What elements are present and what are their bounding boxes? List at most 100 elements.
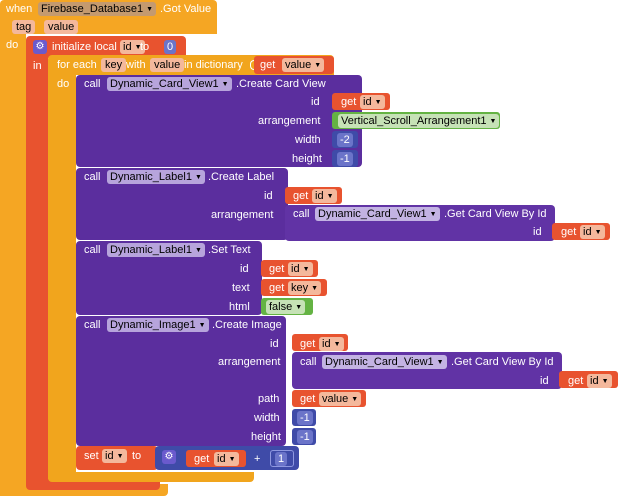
create-label-arrangement-label: arrangement (211, 209, 274, 221)
get-value-label: get (260, 59, 276, 71)
init-local-rail (26, 58, 48, 486)
set-text-text-label: text (232, 282, 250, 294)
create-card-get-id-dropdown[interactable]: id▼ (360, 95, 385, 109)
set-var-set-label: set (84, 450, 99, 462)
create-image-component-dropdown[interactable]: Dynamic_Image1▼ (107, 318, 209, 332)
create-image-height-number[interactable]: -1 (297, 430, 313, 444)
addition-mutator-gear-icon[interactable]: ⚙ (162, 450, 176, 464)
event-do-label: do (6, 39, 19, 51)
for-each-footer (48, 472, 254, 482)
chevron-down-icon: ▼ (146, 6, 154, 13)
create-label-component-dropdown[interactable]: Dynamic_Label1▼ (107, 170, 205, 184)
event-param-tag[interactable]: tag (12, 20, 36, 34)
create-image-call-label: call (84, 319, 101, 331)
chevron-down-icon: ▼ (134, 44, 142, 51)
dict-input-socket (250, 60, 254, 70)
init-local-label: initialize local (52, 41, 117, 53)
chevron-down-icon: ▼ (374, 99, 382, 106)
init-local-block[interactable] (26, 36, 186, 58)
set-text-get-id-dropdown[interactable]: id▼ (288, 262, 313, 276)
set-text-component-dropdown[interactable]: Dynamic_Label1▼ (107, 243, 205, 257)
chevron-down-icon: ▼ (295, 304, 303, 311)
set-text-method-label: .Set Text (208, 244, 251, 256)
create-label-method-label: .Create Label (208, 171, 275, 183)
for-each-rail (48, 75, 76, 479)
for-each-in-dict-label: in dictionary (184, 59, 243, 71)
addition-operator-label: + (254, 453, 261, 465)
create-image-get-path-dropdown[interactable]: value▼ (319, 392, 362, 406)
for-each-with-label: with (126, 59, 146, 71)
get-card-component-dropdown[interactable]: Dynamic_Card_View1▼ (315, 207, 440, 221)
chevron-down-icon: ▼ (311, 285, 319, 292)
create-label-get-label: get (293, 190, 309, 202)
init-local-value-number[interactable]: 0 (164, 40, 177, 54)
create-card-id-label: id (311, 96, 320, 108)
image-get-card-call-label: call (300, 356, 317, 368)
image-get-card-get-label: get (568, 375, 584, 387)
addition-addend-number[interactable]: 1 (275, 452, 288, 466)
create-label-id-label: id (264, 190, 273, 202)
image-get-card-component-dropdown[interactable]: Dynamic_Card_View1▼ (322, 355, 447, 369)
chevron-down-icon: ▼ (194, 174, 202, 181)
create-card-method-label: .Create Card View (236, 78, 326, 90)
addition-get-label: get (194, 453, 210, 465)
create-card-height-label: height (292, 153, 322, 165)
chevron-down-icon: ▼ (351, 396, 359, 403)
set-text-get-id-label: get (269, 263, 285, 275)
create-image-width-label: width (254, 412, 280, 424)
chevron-down-icon: ▼ (333, 341, 341, 348)
event-name-label: .Got Value (160, 3, 212, 15)
chevron-down-icon: ▼ (601, 378, 609, 385)
create-card-height-number[interactable]: -1 (337, 152, 353, 166)
event-when-label: when (6, 3, 33, 15)
image-get-card-get-id-dropdown[interactable]: id▼ (587, 374, 612, 388)
chevron-down-icon: ▼ (314, 62, 322, 69)
create-card-call-label: call (84, 78, 101, 90)
create-image-path-label: path (258, 393, 280, 405)
create-card-width-number[interactable]: -2 (337, 133, 353, 147)
create-image-get-id-dropdown[interactable]: id▼ (319, 337, 344, 351)
chevron-down-icon: ▼ (489, 118, 497, 125)
chevron-down-icon: ▼ (198, 322, 206, 329)
event-component-dropdown[interactable]: Firebase_Database1▼ (38, 2, 157, 16)
set-var-name-dropdown[interactable]: id▼ (102, 449, 127, 463)
create-image-width-number[interactable]: -1 (297, 411, 313, 425)
chevron-down-icon: ▼ (194, 247, 202, 254)
get-card-get-id-dropdown[interactable]: id▼ (580, 225, 605, 239)
arrangement-component-dropdown[interactable]: Vertical_Scroll_Arrangement1▼ (338, 114, 500, 128)
for-each-do-label: do (57, 78, 70, 90)
set-text-call-label: call (84, 244, 101, 256)
get-value-var-dropdown[interactable]: value▼ (282, 58, 325, 72)
init-local-var-name[interactable]: id▼ (120, 40, 145, 54)
html-boolean-dropdown[interactable]: false▼ (266, 300, 306, 314)
create-image-arrangement-label: arrangement (218, 356, 281, 368)
create-image-method-label: .Create Image (212, 319, 282, 331)
init-local-in-label: in (33, 60, 42, 72)
create-card-arrangement-label: arrangement (258, 115, 321, 127)
image-get-card-id-label: id (540, 375, 549, 387)
set-text-id-label: id (240, 263, 249, 275)
for-each-label: for each (57, 59, 97, 71)
get-card-get-label: get (561, 226, 577, 238)
addition-get-id-dropdown[interactable]: id▼ (214, 452, 239, 466)
get-card-call-label: call (293, 208, 310, 220)
create-label-call-label: call (84, 171, 101, 183)
create-card-get-label: get (341, 96, 357, 108)
create-image-get-id-label: get (300, 338, 316, 350)
init-local-to-label: to (140, 41, 150, 53)
for-each-key-var[interactable]: key (101, 58, 127, 72)
set-text-get-key-label: get (269, 282, 285, 294)
set-text-get-key-dropdown[interactable]: key▼ (288, 281, 322, 295)
create-image-height-label: height (251, 431, 281, 443)
event-param-value[interactable]: value (44, 20, 79, 34)
for-each-value-var[interactable]: value (150, 58, 185, 72)
create-card-component-dropdown[interactable]: Dynamic_Card_View1▼ (107, 77, 232, 91)
create-image-get-path-label: get (300, 393, 316, 405)
get-card-method-label: .Get Card View By Id (444, 208, 547, 220)
create-image-block[interactable] (76, 316, 286, 446)
chevron-down-icon: ▼ (221, 81, 229, 88)
chevron-down-icon: ▼ (326, 193, 334, 200)
mutator-gear-icon[interactable]: ⚙ (33, 40, 47, 54)
create-label-get-id-dropdown[interactable]: id▼ (312, 189, 337, 203)
create-image-id-label: id (270, 338, 279, 350)
